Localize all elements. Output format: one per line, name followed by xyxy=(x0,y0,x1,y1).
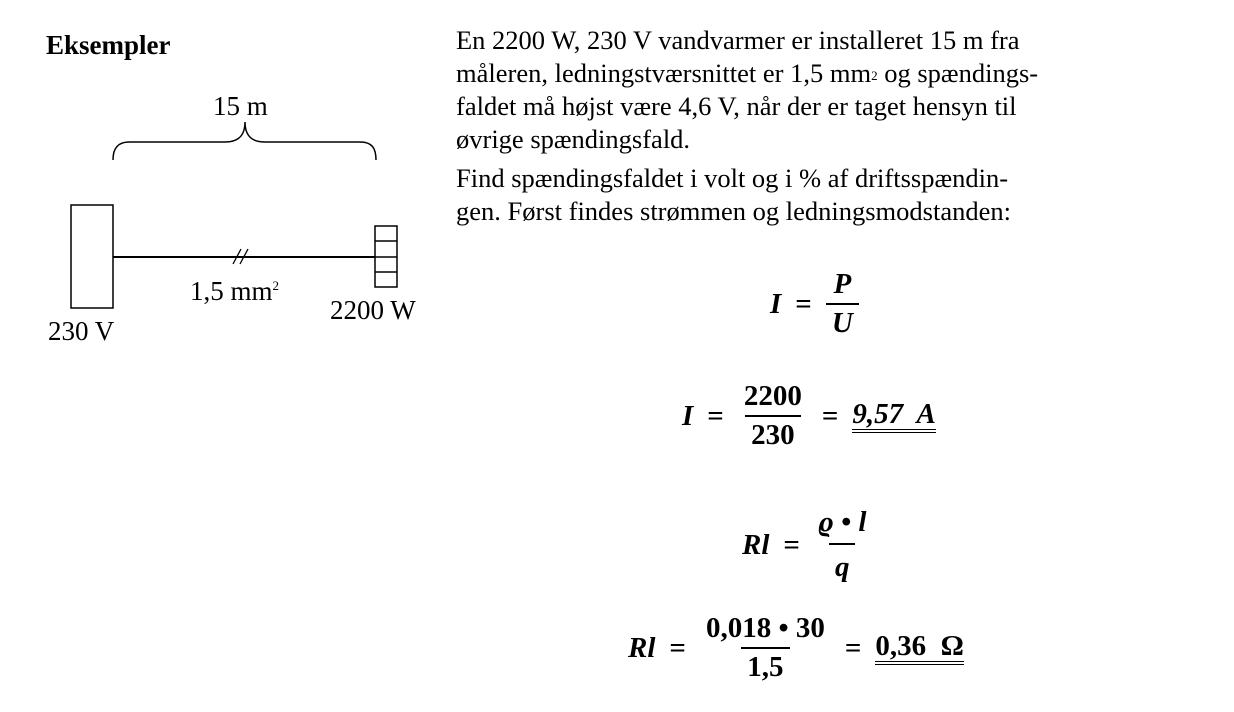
length-label: 15 m xyxy=(213,91,268,121)
text-fragment: og spændings- xyxy=(877,58,1039,88)
superscript: 2 xyxy=(871,68,878,83)
numerator: 2200 xyxy=(743,380,802,412)
denominator: q xyxy=(828,543,856,584)
eq-lhs: Rl xyxy=(742,528,770,561)
meter-box xyxy=(70,204,114,309)
text-fragment: måleren, ledningstværsnittet er 1,5 mm xyxy=(456,58,872,88)
resistance-result: 0,36 Ω xyxy=(875,631,964,665)
fraction: ϱ • l q xyxy=(814,506,871,584)
cross-section-label: 1,5 mm2 xyxy=(190,276,279,307)
eq-equals: = xyxy=(783,528,800,561)
problem-text: En 2200 W, 230 V vandvarmer er installer… xyxy=(456,24,1038,228)
circuit-diagram xyxy=(70,121,398,309)
eq-equals: = xyxy=(795,287,812,320)
text-line: Find spændingsfaldet i volt og i % af dr… xyxy=(456,163,1009,193)
numerator: 0,018 • 30 xyxy=(705,612,825,644)
cable-tick xyxy=(239,248,249,265)
eq-equals: = xyxy=(669,631,686,664)
text-line: En 2200 W, 230 V vandvarmer er installer… xyxy=(456,25,1020,55)
text-line: måleren, ledningstværsnittet er 1,5 mm2 … xyxy=(456,57,1038,90)
cable-tick xyxy=(232,248,242,265)
equation-resistance-formula: Rl = ϱ • l q xyxy=(742,506,871,584)
denominator: 1,5 xyxy=(741,647,790,684)
text-line: øvrige spændingsfald. xyxy=(456,124,691,154)
denominator: U xyxy=(825,303,859,340)
text-line: faldet må højst være 4,6 V, når der er t… xyxy=(456,91,1017,121)
text-line: gen. Først findes strømmen og ledningsmo… xyxy=(456,196,1011,226)
eq-equals: = xyxy=(844,631,862,664)
numerator: P xyxy=(833,268,852,300)
cross-section-exponent: 2 xyxy=(272,278,280,293)
section-heading: Eksempler xyxy=(46,30,171,60)
eq-equals: = xyxy=(707,399,724,432)
power-label: 2200 W xyxy=(330,295,416,325)
cross-section-value: 1,5 mm xyxy=(190,276,273,306)
length-brace xyxy=(112,121,377,161)
eq-equals: = xyxy=(821,399,839,432)
denominator: 230 xyxy=(745,415,801,452)
numerator: ϱ • l xyxy=(817,506,867,538)
eq-lhs: I xyxy=(770,287,782,320)
current-result: 9,57 A xyxy=(852,399,936,433)
eq-lhs: I xyxy=(682,399,694,432)
voltage-label: 230 V xyxy=(48,316,115,346)
eq-lhs: Rl xyxy=(628,631,656,664)
